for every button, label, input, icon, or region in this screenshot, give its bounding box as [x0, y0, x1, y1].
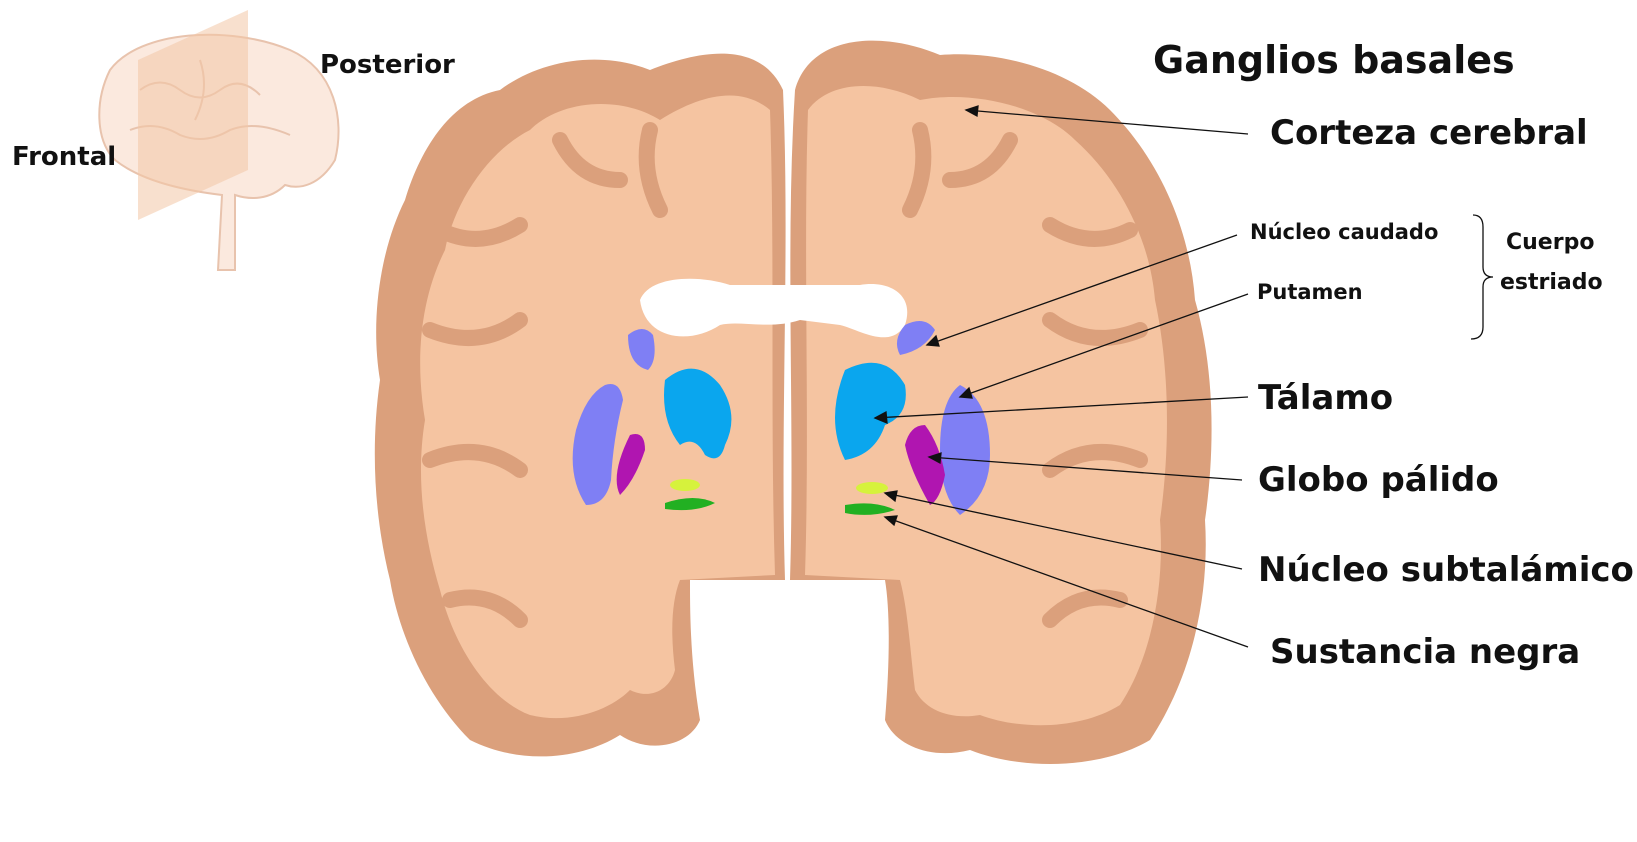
label-sustancia: Sustancia negra: [1270, 632, 1581, 672]
brain-inset-icon: [98, 10, 340, 271]
label-talamo: Tálamo: [1258, 378, 1394, 418]
leader-lines: [873, 105, 1249, 648]
label-cuerpo: Cuerpo: [1506, 230, 1595, 255]
frontal-label: Frontal: [12, 142, 117, 172]
label-globo: Globo pálido: [1258, 460, 1499, 500]
label-corteza: Corteza cerebral: [1270, 113, 1588, 153]
label-caudado: Núcleo caudado: [1250, 220, 1439, 244]
page-title: Ganglios basales: [1153, 38, 1515, 82]
label-estriado: estriado: [1500, 270, 1603, 295]
label-subtalamico: Núcleo subtalámico: [1258, 550, 1634, 590]
cuerpo-estriado-brace: [1470, 214, 1494, 340]
right-basal-ganglia: [835, 321, 990, 515]
label-putamen: Putamen: [1257, 280, 1363, 304]
ventricle: [640, 278, 908, 338]
left-basal-ganglia: [572, 329, 732, 511]
posterior-label: Posterior: [320, 50, 455, 80]
right-hemisphere: [790, 40, 1212, 764]
